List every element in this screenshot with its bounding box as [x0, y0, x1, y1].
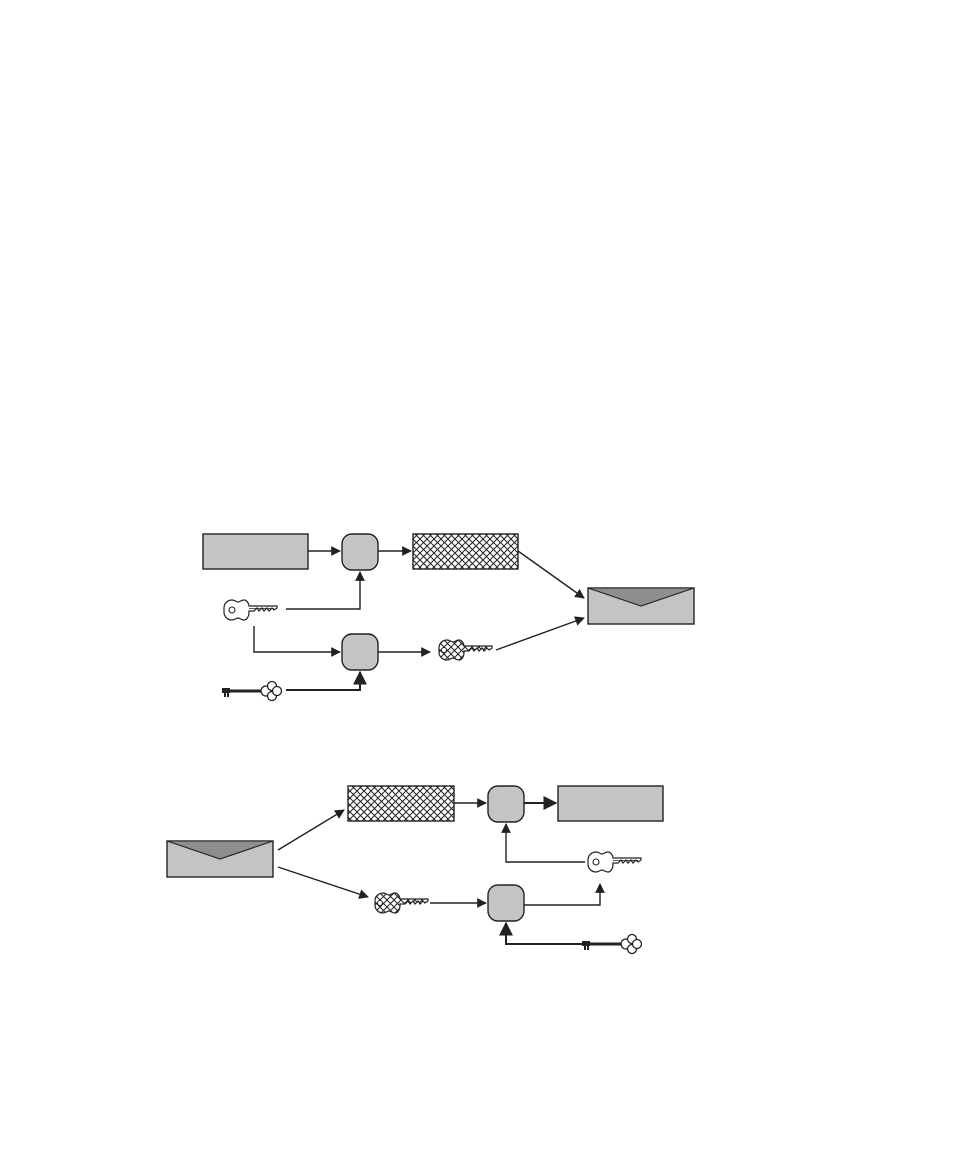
arrow-public-key-to-op: [286, 670, 367, 691]
digital-envelope-icon: [166, 840, 274, 878]
recipient-public-key-icon: [221, 680, 283, 702]
encryption-panel: [202, 533, 695, 702]
arrow-key-to-key-op: [253, 626, 341, 657]
arrow-envelope-to-ciphertext: [277, 809, 345, 851]
key-decrypt-op: [487, 884, 525, 922]
plaintext-box: [202, 533, 309, 570]
digital-envelope-icon: [587, 587, 695, 625]
recipient-private-key-icon: [581, 933, 643, 955]
ciphertext-box: [412, 533, 519, 570]
symmetric-encrypt-op: [341, 533, 379, 571]
arrow-envelope-to-encrypted-key: [277, 866, 369, 899]
arrow-symmetric-key-to-decrypt-op: [501, 823, 585, 863]
arrow-ciphertext-to-envelope: [517, 550, 585, 599]
decryption-panel: [166, 785, 664, 955]
arrow-private-key-to-op: [499, 921, 582, 945]
plaintext-box: [557, 785, 664, 822]
arrow-key-to-encrypt-op: [286, 571, 365, 610]
symmetric-decrypt-op: [487, 785, 525, 823]
encrypted-key-icon: [374, 892, 429, 914]
key-encrypt-op: [341, 633, 379, 671]
arrow-op-to-symmetric-key: [524, 883, 605, 906]
encrypted-key-icon: [438, 639, 493, 661]
ciphertext-box: [347, 785, 455, 822]
recovered-symmetric-key-icon: [587, 851, 642, 873]
symmetric-key-icon: [223, 599, 278, 621]
arrow-encrypted-key-to-envelope: [495, 616, 585, 651]
